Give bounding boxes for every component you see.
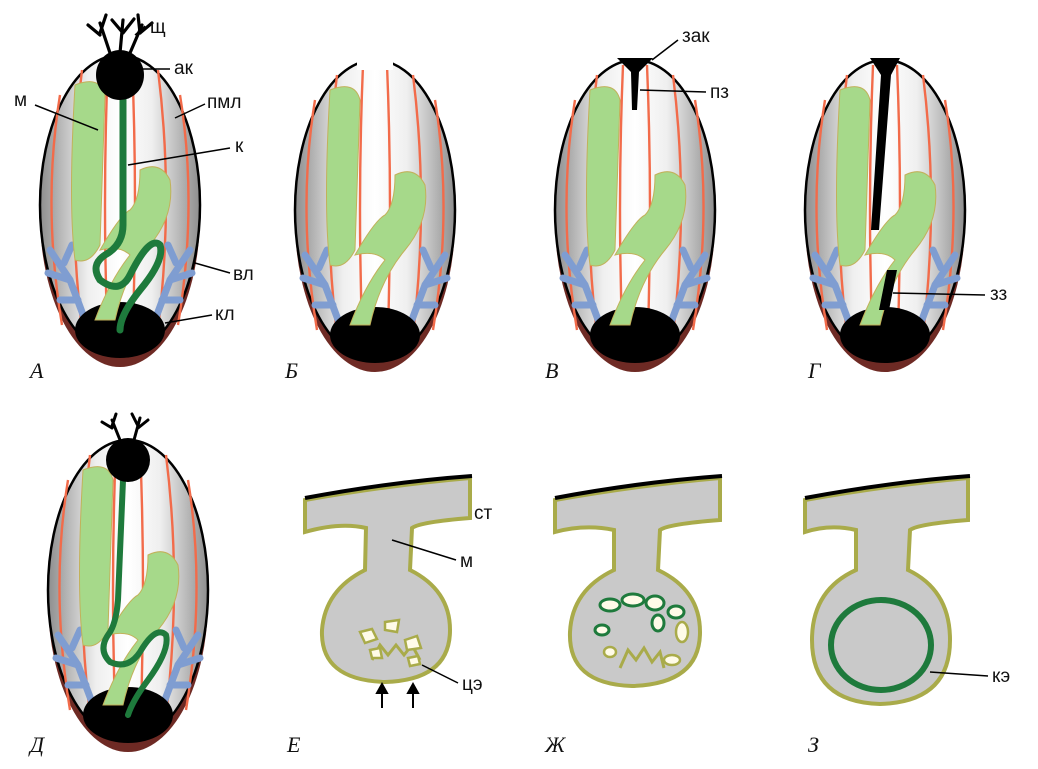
label-shch: щ — [150, 17, 166, 38]
panel-zh — [555, 476, 722, 686]
panel-e — [305, 476, 472, 708]
label-zz: зз — [990, 284, 1007, 305]
label-pz: пз — [710, 82, 729, 103]
label-vl: вл — [233, 264, 254, 285]
panel-label-z: З — [808, 732, 819, 757]
panel-label-zh: Ж — [544, 732, 566, 757]
label-zak: зак — [682, 26, 710, 47]
panel-label-a: А — [28, 358, 44, 383]
label-ke: кэ — [992, 666, 1010, 687]
panel-d — [48, 414, 208, 752]
panel-label-b: Б — [284, 358, 298, 383]
label-tse: цэ — [462, 674, 483, 695]
panel-v — [555, 58, 715, 372]
panel-g — [805, 58, 965, 372]
label-ak: ак — [174, 58, 194, 79]
label-m2: м — [460, 551, 473, 572]
panel-b — [295, 50, 455, 372]
label-pml: пмл — [207, 92, 241, 113]
panel-z — [805, 476, 988, 704]
panel-label-g: Г — [807, 358, 822, 383]
label-m: м — [14, 90, 27, 111]
label-k: к — [235, 136, 244, 157]
label-kl: кл — [215, 304, 235, 325]
panel-label-e: Е — [286, 732, 301, 757]
panel-label-d: Д — [28, 732, 45, 757]
panel-label-v: В — [545, 358, 558, 383]
label-st: ст — [474, 503, 493, 524]
